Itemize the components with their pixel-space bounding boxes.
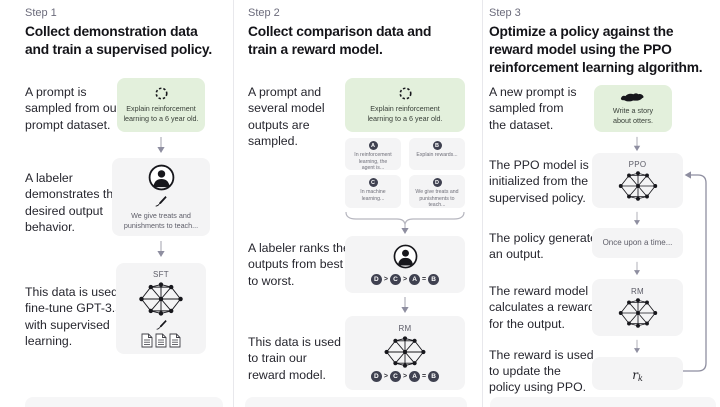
step3-heading: Optimize a policy against the reward mod… [489,24,703,76]
rank-separator: = [422,373,427,380]
neural-network-icon [618,171,657,201]
sample-icon [154,87,168,100]
step2-prompt-text: Explain reinforcement learning to a 6 ye… [367,104,443,123]
output-box-a: A In reinforcement learning, the agent i… [345,138,401,170]
feedback-loop-arrow-icon [680,167,710,379]
reward-value: rk [632,364,643,383]
rank-letter: A [409,274,421,285]
step1-prompt-text: Explain reinforcement learning to a 6 ye… [123,104,199,123]
step3-ppo-box: PPO [592,153,683,208]
output-box-b: B Explain rewards... [409,138,465,170]
cutoff-box [245,397,467,407]
otter-icon [620,93,644,102]
rank-letter: B [428,371,440,382]
down-arrow-icon [632,339,642,354]
column-divider [482,0,483,407]
step3-update-label: The reward is used to update the policy … [489,348,594,394]
step3-prompt-box: Write a story about otters. [594,85,672,132]
reward-subscript: k [637,374,643,383]
output-box-c: C In machine learning... [345,175,401,208]
rm-title: RM [630,287,645,296]
step1-labeler-text: We give treats and punishments to teach.… [123,210,199,230]
output-text: In reinforcement learning, the agent is.… [354,152,392,170]
step3-output-label: The policy generates an output. [489,231,604,262]
rank-letter: C [389,371,401,382]
step3-output-text: Once upon a time... [602,237,673,247]
step3-reward-box: rk [592,357,683,390]
sft-title: SFT [152,269,169,279]
rank-separator: > [402,276,408,283]
neural-network-icon [618,298,657,328]
step3-rm-box: RM [592,279,683,336]
step1-prompt-box: Explain reinforcement learning to a 6 ye… [117,78,205,132]
neural-network-icon [139,281,183,316]
step3-ppo-label: The PPO model is initialized from the su… [489,158,589,205]
rank-letter: D [370,371,382,382]
ranking-row: D > C > A = B [370,371,440,382]
step1-sft-box: SFT [116,263,206,354]
step2-label: Step 2 [248,7,280,19]
rank-letter: C [389,274,401,285]
curly-brace-down-icon [345,211,465,235]
step3-prompt-text: Write a story about otters. [612,106,654,125]
rank-separator: > [383,373,388,380]
rm-title: RM [398,324,412,333]
step2-rm-label: This data is used to train our reward mo… [248,335,341,382]
output-text: Explain rewards... [416,152,458,158]
step1-labeler-label: A labeler demonstrates the desired outpu… [25,171,120,235]
down-arrow-icon [400,296,410,314]
step2-prompt-box: Explain reinforcement learning to a 6 ye… [345,78,465,132]
column-divider [233,0,234,407]
pen-icon [155,195,167,207]
rank-separator: > [402,373,408,380]
step3-label: Step 3 [489,7,521,19]
output-badge: A [368,141,378,150]
down-arrow-icon [632,261,642,276]
down-arrow-icon [156,240,166,258]
step2-prompt-label: A prompt and several model outputs are s… [248,85,325,149]
output-box-d: D We give treats and punishments to teac… [409,175,465,208]
cutoff-box [25,397,223,407]
step1-heading: Collect demonstration data and train a s… [25,24,212,58]
step3-output-box: Once upon a time... [592,228,683,258]
step1-prompt-label: A prompt is sampled from our prompt data… [25,85,121,132]
step1-labeler-box: We give treats and punishments to teach.… [112,158,210,236]
rank-letter: D [370,274,382,285]
output-badge: C [368,178,378,187]
ranking-row: D > C > A = B [370,274,440,285]
step2-rank-label: A labeler ranks the outputs from best to… [248,241,350,288]
ppo-title: PPO [628,160,647,169]
down-arrow-icon [632,211,642,226]
three-documents-icon [141,333,181,348]
reward-symbol: r [632,368,638,382]
person-icon [148,164,174,191]
cutoff-box [490,397,716,407]
output-badge: D [432,178,442,187]
step1-sft-label: This data is used to fine-tune GPT-3.5 w… [25,285,132,349]
output-text: In machine learning... [360,189,386,202]
rank-separator: = [422,276,427,283]
down-arrow-icon [632,136,642,152]
step3-reward-calc-label: The reward model calculates a reward for… [489,284,595,331]
rank-letter: A [409,371,421,382]
sample-icon [398,87,412,100]
step1-label: Step 1 [25,7,57,19]
pen-icon [156,319,167,330]
person-icon [393,244,417,269]
step2-heading: Collect comparison data and train a rewa… [248,24,432,58]
rank-letter: B [428,274,440,285]
output-badge: B [432,141,442,150]
down-arrow-icon [156,136,166,154]
step3-prompt-label: A new prompt is sampled from the dataset… [489,85,577,132]
rank-separator: > [383,276,388,283]
step2-rm-box: RM D > C > A = B [345,316,465,390]
step2-labeler-box: D > C > A = B [345,236,465,293]
neural-network-icon [384,336,426,368]
output-text: We give treats and punishments to teach.… [415,189,459,208]
